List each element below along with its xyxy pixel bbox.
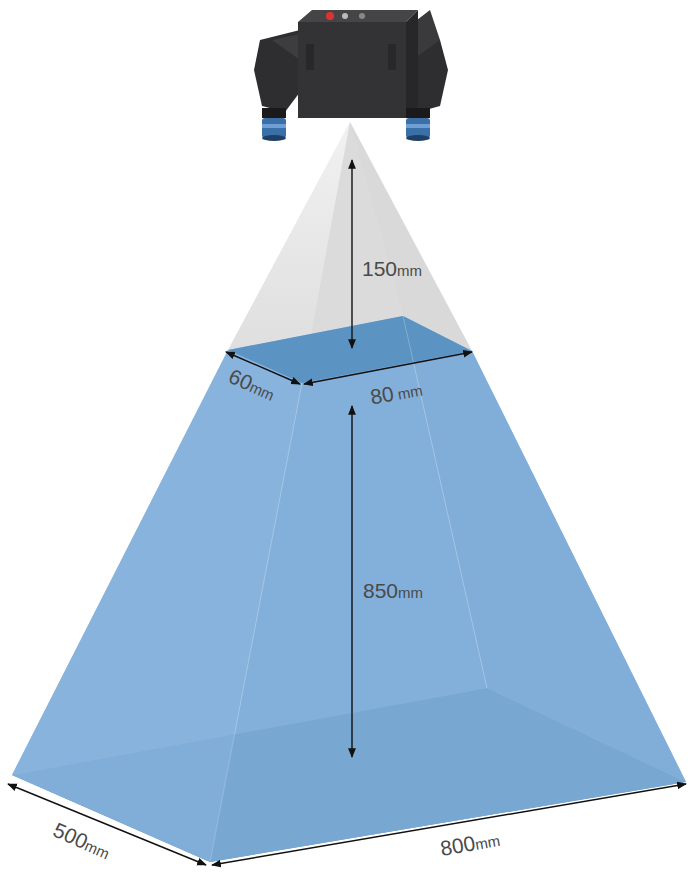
camera-device [254, 10, 448, 141]
dimension-arrows [8, 160, 686, 865]
gray-cone [228, 122, 472, 383]
dimension-label: 800mm [439, 827, 502, 858]
dimension-label: 500mm [50, 818, 113, 862]
blue-frustum [12, 316, 686, 862]
dimension-label: 850mm [363, 580, 423, 601]
dimension-label: 150mm [362, 258, 422, 279]
